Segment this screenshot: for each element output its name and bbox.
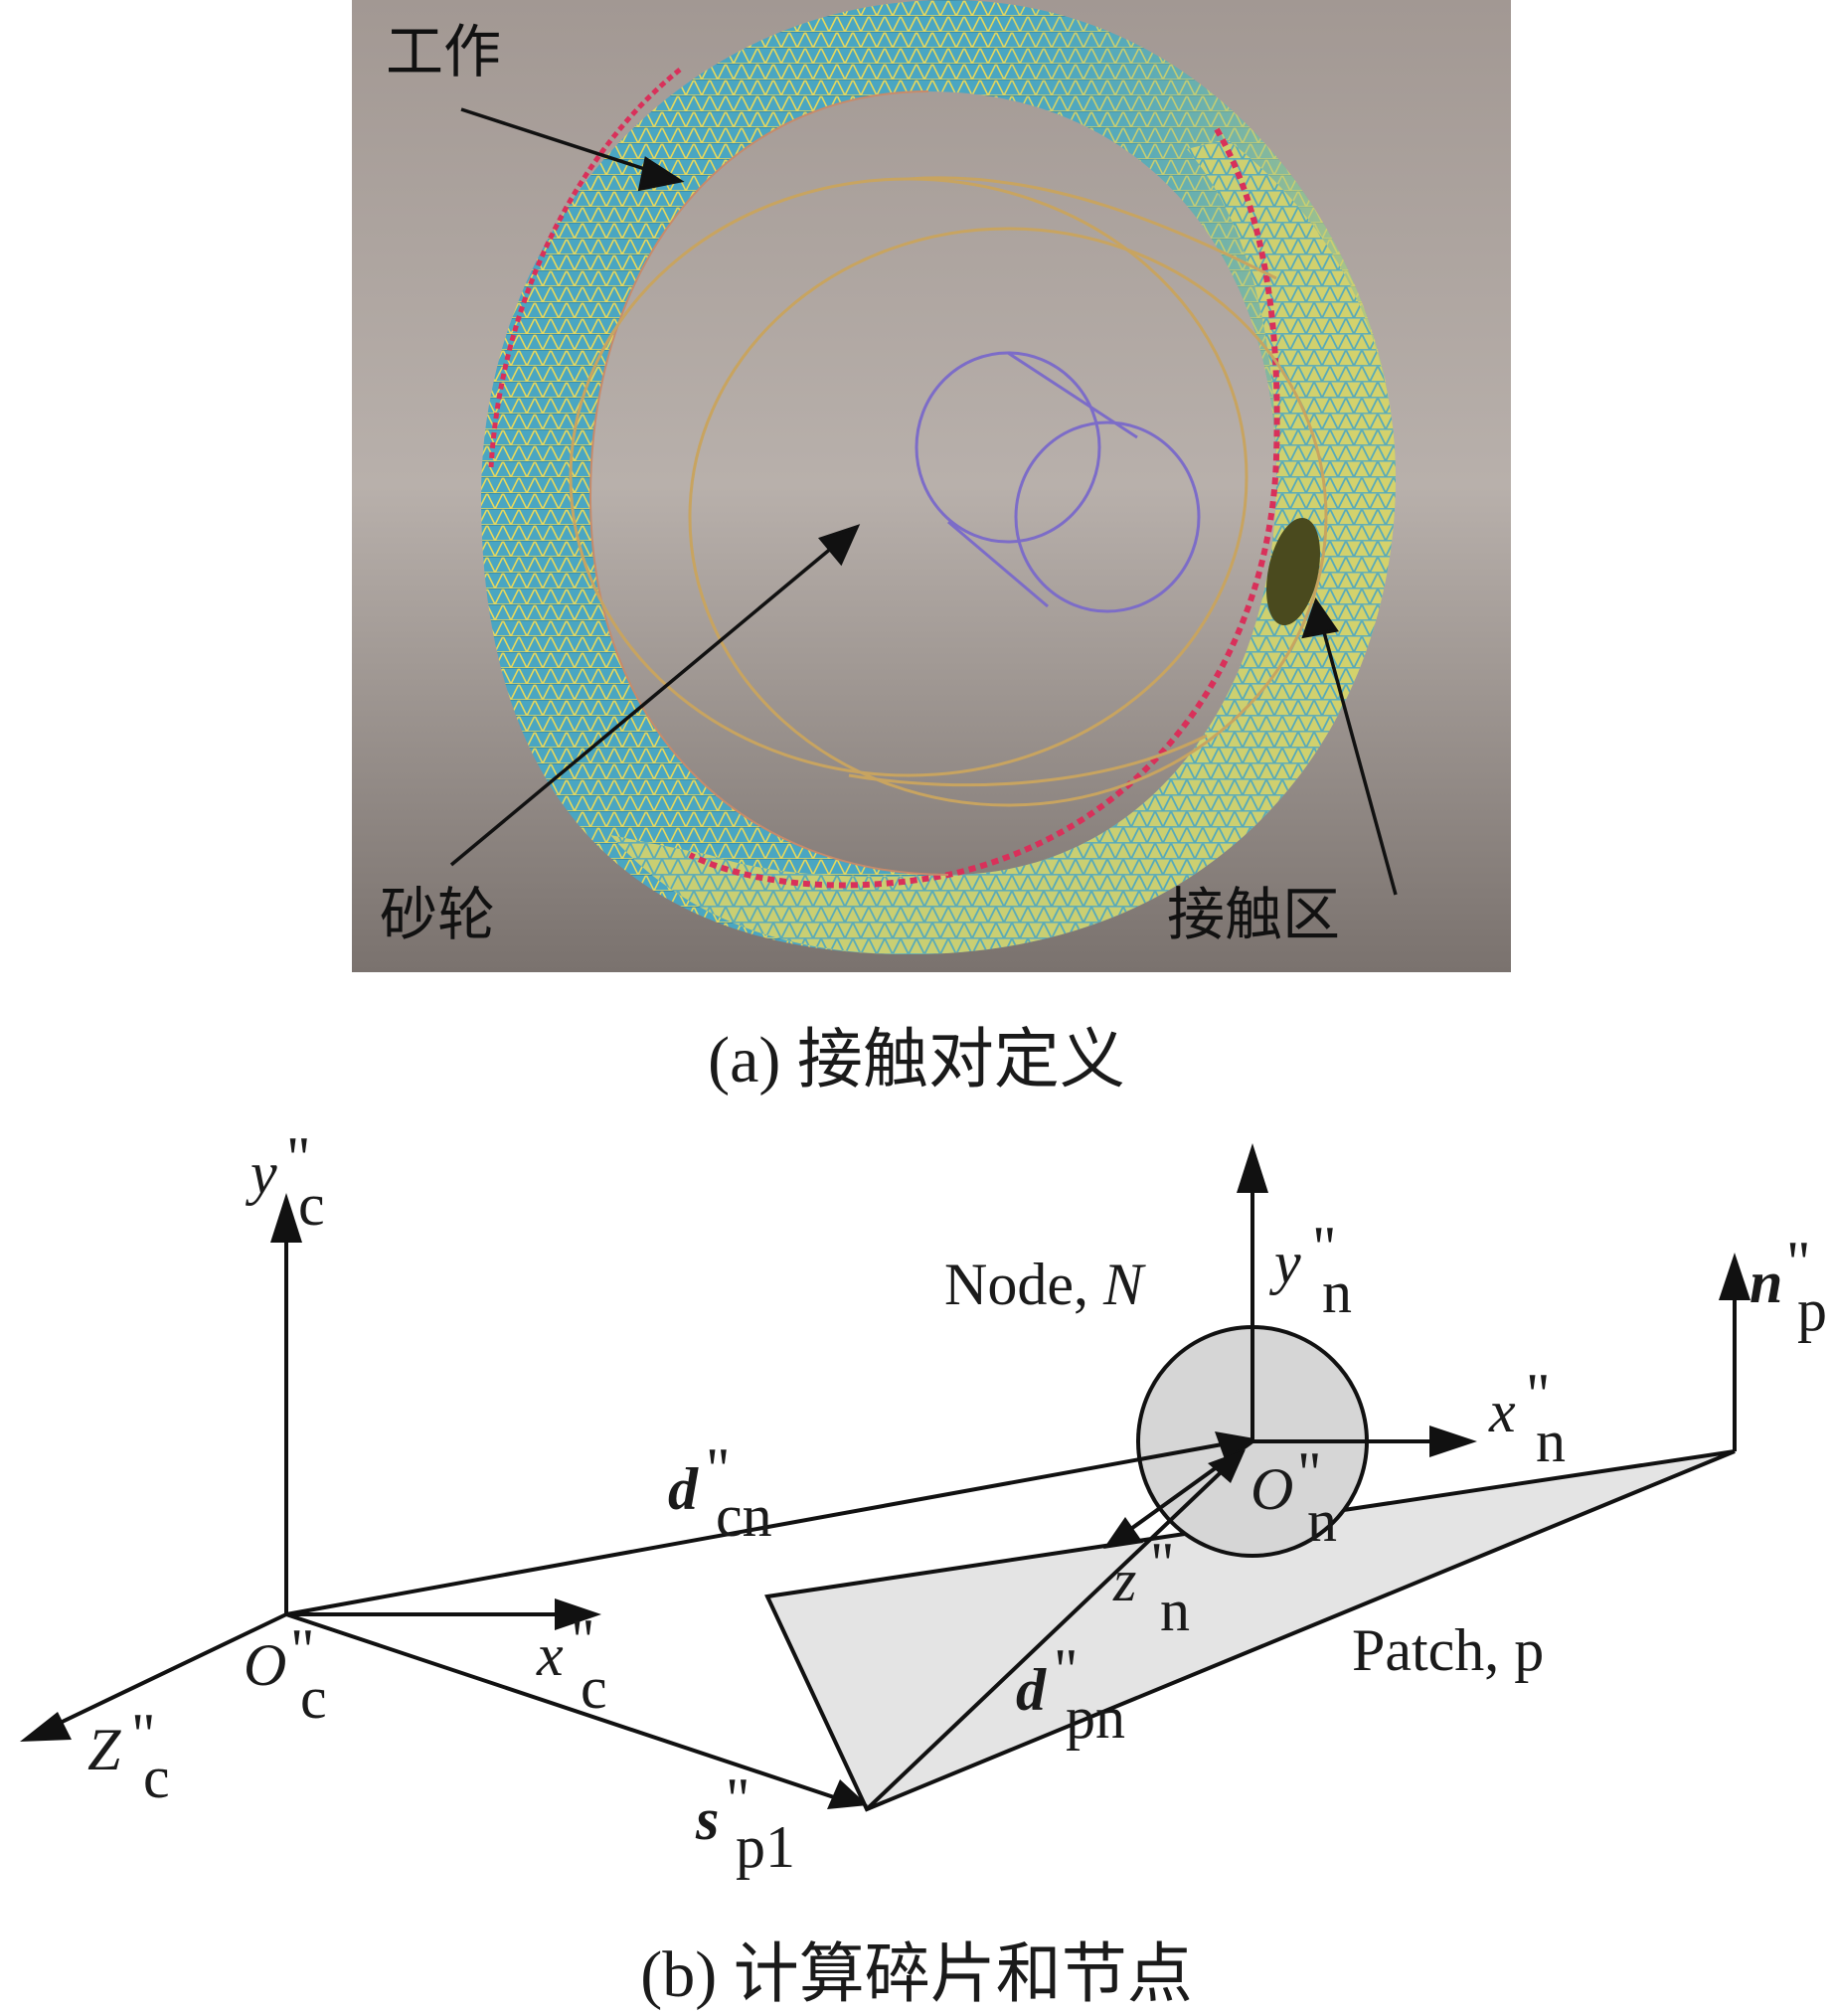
caption-b: (b) 计算碎片和节点 bbox=[640, 1938, 1193, 2011]
prime-dcn: " bbox=[706, 1436, 731, 1502]
prime-yn: " bbox=[1312, 1215, 1337, 1280]
prime-np: " bbox=[1786, 1230, 1811, 1295]
vector-dpn bbox=[865, 1454, 1240, 1811]
sub-zc: c bbox=[143, 1745, 170, 1810]
workpiece-edge-outer bbox=[488, 68, 682, 468]
prime-dpn: " bbox=[1054, 1637, 1079, 1703]
label-sp1: s bbox=[695, 1786, 719, 1852]
prime-zc: " bbox=[131, 1702, 156, 1767]
label-yn: y bbox=[1268, 1230, 1301, 1295]
label-xc: x bbox=[536, 1622, 564, 1688]
label-zn: z bbox=[1112, 1548, 1136, 1613]
label-node: Node, N bbox=[944, 1252, 1146, 1317]
sub-zn: n bbox=[1160, 1578, 1190, 1643]
sub-xn: n bbox=[1536, 1409, 1566, 1474]
label-yc: y bbox=[245, 1140, 277, 1206]
label-patch: Patch, p bbox=[1352, 1617, 1544, 1683]
prime-xn: " bbox=[1526, 1362, 1551, 1428]
hub-wireframe bbox=[915, 351, 1201, 613]
prime-oc: " bbox=[290, 1617, 315, 1683]
sub-dpn: pn bbox=[1066, 1685, 1125, 1751]
vector-sp1 bbox=[285, 1612, 841, 1801]
label-dpn: d bbox=[1016, 1657, 1047, 1723]
sub-oc: c bbox=[300, 1665, 327, 1731]
panel-b-patch-node: y " c x " c Z " c O " c d " cn Node, N y… bbox=[0, 1133, 1833, 1919]
diagram-labels: y " c x " c Z " c O " c d " cn Node, N y… bbox=[87, 1133, 1827, 1880]
label-xn: x bbox=[1488, 1379, 1516, 1444]
sub-sp1: p1 bbox=[736, 1814, 795, 1880]
label-contact-zone: 接触区 bbox=[1167, 881, 1340, 948]
arrowheads bbox=[20, 1143, 1750, 1809]
label-oc: O bbox=[244, 1632, 286, 1698]
label-workpiece: 工作 bbox=[386, 18, 501, 85]
sub-yn: n bbox=[1322, 1260, 1352, 1325]
prime-sp1: " bbox=[726, 1766, 750, 1832]
vector-dcn bbox=[285, 1441, 1229, 1616]
label-zc: Z bbox=[87, 1717, 121, 1782]
caption-a: (a) 接触对定义 bbox=[708, 1024, 1125, 1096]
sub-dcn: cn bbox=[716, 1483, 772, 1549]
contact-pair-render: 工作 砂轮 接触区 bbox=[352, 0, 1511, 972]
label-grinding-wheel: 砂轮 bbox=[380, 881, 495, 948]
prime-zn: " bbox=[1150, 1531, 1175, 1596]
leader-arrows bbox=[449, 107, 1398, 896]
sub-xc: c bbox=[581, 1655, 607, 1721]
workpiece-inner-band bbox=[610, 139, 1396, 954]
workpiece-edge-inner bbox=[688, 127, 1280, 889]
prime-xc: " bbox=[571, 1607, 595, 1673]
patch-node-diagram: y " c x " c Z " c O " c d " cn Node, N y… bbox=[20, 1133, 1827, 1880]
grinding-wheel-wireframe bbox=[569, 176, 1328, 807]
sub-on: n bbox=[1307, 1488, 1337, 1554]
prime-yc: " bbox=[286, 1133, 311, 1191]
axis-zc bbox=[49, 1612, 287, 1730]
workpiece-outline-inner bbox=[588, 90, 949, 876]
sub-np: p bbox=[1797, 1277, 1827, 1343]
label-on: O bbox=[1250, 1456, 1293, 1522]
sub-yc: c bbox=[298, 1172, 325, 1238]
label-np: n bbox=[1750, 1250, 1782, 1315]
panel-a-contact-pair: 工作 砂轮 接触区 bbox=[352, 0, 1511, 972]
prime-on: " bbox=[1297, 1440, 1322, 1506]
contact-zone-patch bbox=[1266, 517, 1320, 626]
label-dcn: d bbox=[668, 1456, 699, 1522]
